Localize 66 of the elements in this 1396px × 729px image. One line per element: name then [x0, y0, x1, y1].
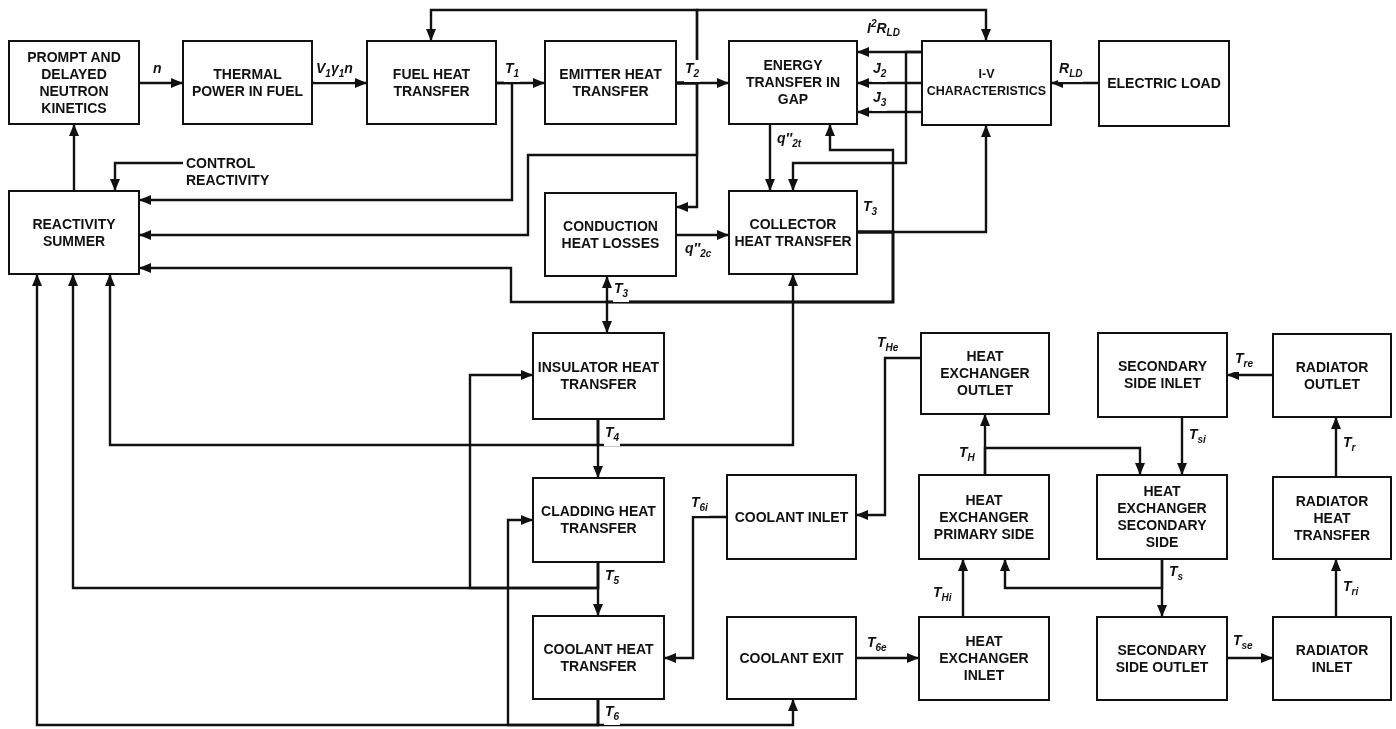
arrow — [958, 559, 968, 616]
edge-label: J$_{2}$ — [872, 60, 888, 82]
edge-label: J$_{3}$ — [872, 89, 888, 111]
arrow — [602, 230, 895, 333]
process-box: RADIATOR INLET — [1272, 616, 1392, 701]
arrow — [677, 230, 729, 240]
arrow — [313, 78, 367, 88]
process-box: COOLANT HEAT TRANSFER — [532, 615, 665, 700]
process-box: HEAT EXCHANGER INLET — [918, 616, 1050, 701]
arrow — [1051, 78, 1098, 88]
process-box: HEAT EXCHANGER SECONDARY SIDE — [1096, 474, 1228, 560]
arrow — [664, 515, 726, 663]
arrow — [139, 81, 514, 205]
arrow — [825, 124, 895, 234]
process-box: EMITTER HEAT TRANSFER — [544, 40, 677, 125]
edge-label: T$_{1}$ — [504, 60, 521, 82]
edge-label: T$_{3}$ — [613, 280, 630, 302]
arrow — [1331, 559, 1341, 616]
arrow — [1000, 559, 1164, 590]
arrow — [1227, 370, 1272, 380]
process-box: ENERGY TRANSFER IN GAP — [728, 40, 858, 125]
arrow — [69, 124, 79, 190]
arrow — [857, 107, 921, 117]
arrow — [857, 78, 921, 88]
arrow — [856, 356, 920, 520]
process-box: INSULATOR HEAT TRANSFER — [532, 332, 665, 420]
arrow — [1331, 417, 1341, 476]
arrow — [506, 515, 600, 727]
process-box: HEAT EXCHANGER PRIMARY SIDE — [918, 474, 1050, 560]
edge-label: T$_{2}$ — [684, 60, 701, 82]
process-box: SECONDARY SIDE OUTLET — [1096, 616, 1228, 701]
arrow — [788, 50, 921, 191]
process-box: THERMAL POWER IN FUEL — [182, 40, 313, 125]
edge-label: V$_{1}$γ$_{1}$n — [315, 60, 354, 82]
process-box: SECONDARY SIDE INLET — [1097, 332, 1228, 418]
edge-label: T$_{6i}$ — [690, 494, 709, 516]
arrow — [1228, 653, 1273, 663]
arrow — [857, 653, 919, 663]
process-box: REACTIVITY SUMMER — [8, 190, 140, 275]
arrow — [468, 370, 600, 590]
arrow — [765, 125, 775, 191]
edge-label: R$_{LD}$ — [1058, 60, 1084, 82]
arrow — [139, 81, 699, 240]
process-box: RADIATOR HEAT TRANSFER — [1272, 476, 1392, 560]
process-box: CONDUCTION HEAT LOSSES — [544, 192, 677, 277]
process-box: ELECTRIC LOAD — [1098, 40, 1230, 127]
arrow — [105, 274, 600, 447]
process-box: RADIATOR OUTLET — [1272, 333, 1392, 418]
process-box: COLLECTOR HEAT TRANSFER — [728, 190, 858, 275]
arrow — [983, 446, 1145, 475]
arrow — [1177, 418, 1187, 475]
arrow — [140, 78, 183, 88]
edge-label: T$_{6}$ — [604, 703, 621, 725]
edge-label: T$_{re}$ — [1234, 350, 1254, 372]
process-box: COOLANT EXIT — [726, 616, 857, 700]
arrow — [596, 699, 798, 727]
process-box: FUEL HEAT TRANSFER — [366, 40, 497, 125]
edge-label: T$_{4}$ — [604, 424, 621, 446]
process-box: CLADDING HEAT TRANSFER — [532, 477, 665, 563]
process-box: I-V CHARACTERISTICS — [921, 40, 1052, 126]
process-box: COOLANT INLET — [726, 474, 857, 560]
process-box: PROMPT AND DELAYED NEUTRON KINETICS — [8, 40, 140, 125]
text-label: CONTROL REACTIVITY — [183, 152, 333, 192]
process-box: HEAT EXCHANGER OUTLET — [920, 332, 1050, 415]
arrow — [596, 274, 798, 447]
arrow — [110, 161, 183, 191]
